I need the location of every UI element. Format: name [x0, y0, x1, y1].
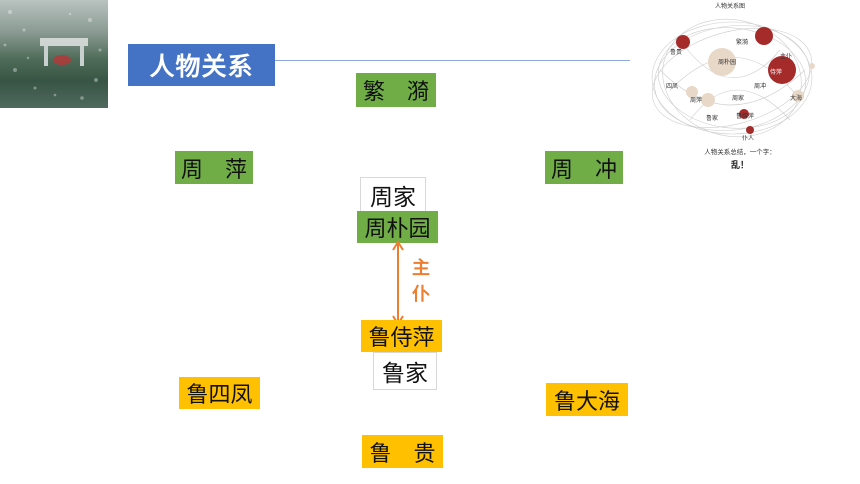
thumb-node-label: 主仆: [780, 52, 792, 60]
thumb-node-label: 周冲: [754, 82, 766, 90]
thumb-node-label: 繁漪: [736, 38, 748, 46]
thumb-node: [739, 109, 749, 119]
thumb-node: [792, 90, 804, 102]
character-zhoupuyuan: 周朴园: [357, 211, 438, 243]
thumb-node-label: 周萍: [690, 96, 702, 104]
character-zhouping: 周 萍: [175, 151, 253, 184]
character-lugui: 鲁 贵: [362, 435, 443, 468]
thumb-node-label: 周家: [732, 94, 744, 102]
thumb-title: 人物关系图: [715, 2, 745, 10]
master-servant-arrow: [392, 240, 404, 326]
thumb-node-label: 鲁侍萍: [736, 112, 754, 120]
rain-photo-graphic: [3, 10, 102, 100]
thumb-node: [755, 27, 773, 45]
character-fanyi: 繁 漪: [356, 73, 436, 107]
thumb-caption-1: 人物关系总结，一个字：: [704, 147, 776, 156]
thumb-node: [686, 86, 698, 98]
thumb-node-label: 仆人: [742, 135, 754, 142]
slide-title: 人物关系: [128, 44, 275, 86]
thumb-node-label: 鲁贵: [670, 48, 682, 56]
relationship-graph-thumbnail: 人物关系图 周朴园 侍萍 繁漪 鲁贵 四凤 周萍 周冲 大海 鲁侍萍 周家 鲁家…: [640, 0, 820, 176]
thumb-node: [676, 35, 690, 49]
character-lushiping: 鲁侍萍: [361, 320, 442, 352]
character-lusifeng: 鲁四凤: [179, 377, 260, 409]
thumb-node-label: 鲁家: [706, 114, 718, 122]
rainy-window-photo: [0, 0, 108, 108]
thumb-node-label: 侍萍: [770, 68, 782, 76]
thumb-node-label: 四凤: [666, 83, 678, 90]
relation-label: 主 仆: [410, 256, 432, 308]
thumb-node: [809, 63, 815, 69]
character-zhouchong: 周 冲: [545, 151, 623, 184]
thumb-node: [708, 48, 736, 76]
thumb-node-label: 周朴园: [718, 58, 736, 66]
lu-family-label: 鲁家: [373, 352, 437, 390]
thumb-node: [746, 126, 754, 134]
zhou-family-label: 周家: [360, 177, 426, 213]
character-ludahai: 鲁大海: [546, 383, 628, 416]
thumb-node-label: 大海: [790, 94, 802, 102]
thumbnail-graph: 人物关系图 周朴园 侍萍 繁漪 鲁贵 四凤 周萍 周冲 大海 鲁侍萍 周家 鲁家…: [651, 2, 815, 171]
thumb-node: [768, 56, 796, 84]
relation-label-char2: 仆: [412, 284, 430, 305]
relation-label-char1: 主: [412, 258, 430, 279]
title-underline: [275, 60, 630, 61]
thumb-caption-2: 乱！: [731, 159, 749, 171]
thumb-node: [701, 93, 715, 107]
